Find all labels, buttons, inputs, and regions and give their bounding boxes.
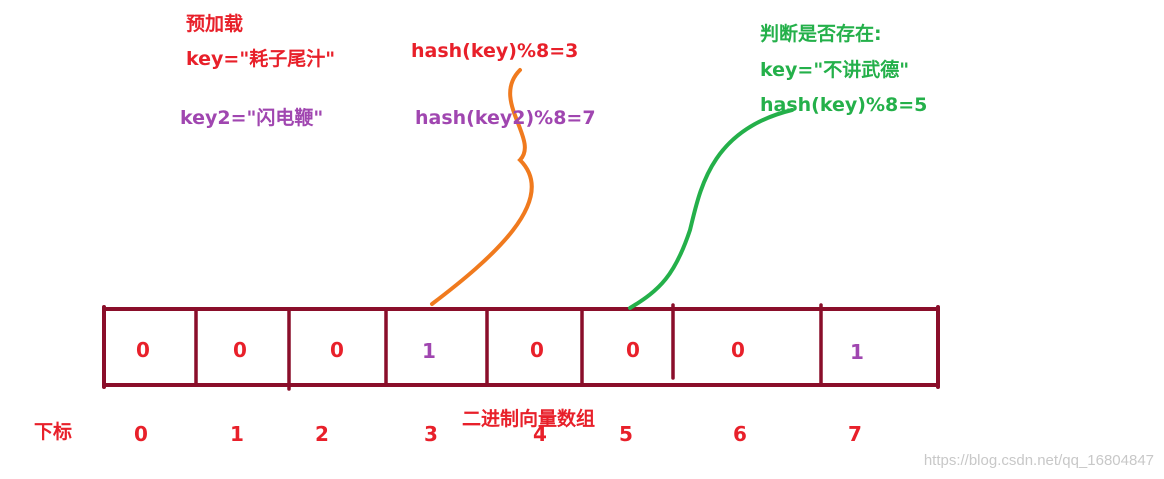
preload-key2: key2="闪电鞭": [180, 107, 324, 129]
index-label: 下标: [34, 421, 73, 443]
index-7: 7: [848, 422, 862, 446]
hash-key1-result: hash(key)%8=3: [411, 40, 579, 62]
index-0: 0: [134, 422, 148, 446]
green-check-curve: [628, 108, 794, 310]
index-1: 1: [230, 422, 244, 446]
index-4: 4: [533, 422, 547, 446]
check-title: 判断是否存在:: [760, 23, 882, 45]
index-5: 5: [619, 422, 633, 446]
index-6: 6: [733, 422, 747, 446]
hash-key2-result: hash(key2)%8=7: [415, 107, 596, 129]
bit-array-frame: [102, 305, 940, 389]
check-key: key="不讲武德": [760, 59, 910, 81]
check-hash-result: hash(key)%8=5: [760, 94, 928, 116]
cell-value-7: 1: [850, 340, 864, 364]
bit-vector-caption: 二进制向量数组: [462, 408, 596, 430]
cell-value-6: 0: [731, 338, 745, 362]
preload-key1: key="耗子尾汁": [186, 48, 336, 70]
cell-value-1: 0: [233, 338, 247, 362]
cell-value-2: 0: [330, 338, 344, 362]
index-2: 2: [315, 422, 329, 446]
cell-value-5: 0: [626, 338, 640, 362]
watermark: https://blog.csdn.net/qq_16804847: [923, 452, 1154, 469]
cell-value-4: 0: [530, 338, 544, 362]
cell-value-3: 1: [422, 339, 436, 363]
orange-hash-curve: [430, 68, 534, 306]
preload-title: 预加载: [186, 13, 244, 35]
cell-value-0: 0: [136, 338, 150, 362]
index-3: 3: [424, 422, 438, 446]
cell-dividers: [194, 303, 823, 391]
